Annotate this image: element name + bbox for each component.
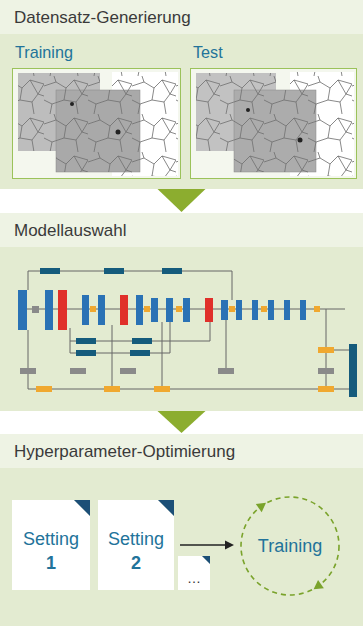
node-text: Setting [23, 527, 79, 551]
flow-arrow [158, 189, 206, 212]
settings-doc: Setting1 [12, 500, 90, 590]
node-text: 2 [131, 551, 141, 575]
stage-heading: Modellauswahl [14, 220, 349, 242]
node-text: Setting [108, 527, 164, 551]
node-text: 1 [46, 551, 56, 575]
stage-panel: Hyperparameter-OptimierungSetting1Settin… [0, 434, 363, 626]
set-label: Training [12, 42, 182, 62]
set-label: Test [190, 42, 357, 62]
stage-heading: Hyperparameter-Optimierung [14, 441, 349, 463]
image-set: Training [12, 42, 182, 182]
ellipsis-doc: … [178, 556, 210, 590]
stage-panel: Modellauswahl [0, 213, 363, 411]
stage-panel: Datensatz-GenerierungTraining Test [0, 0, 363, 189]
node-text: … [187, 570, 201, 586]
flow-arrow [180, 541, 234, 550]
training-cycle: Training [238, 494, 342, 598]
node-text: Training [258, 535, 322, 557]
stage-heading: Datensatz-Generierung [14, 7, 349, 29]
settings-doc: Setting2 [98, 500, 174, 590]
image-set: Test [190, 42, 357, 182]
flow-arrow [158, 411, 206, 433]
